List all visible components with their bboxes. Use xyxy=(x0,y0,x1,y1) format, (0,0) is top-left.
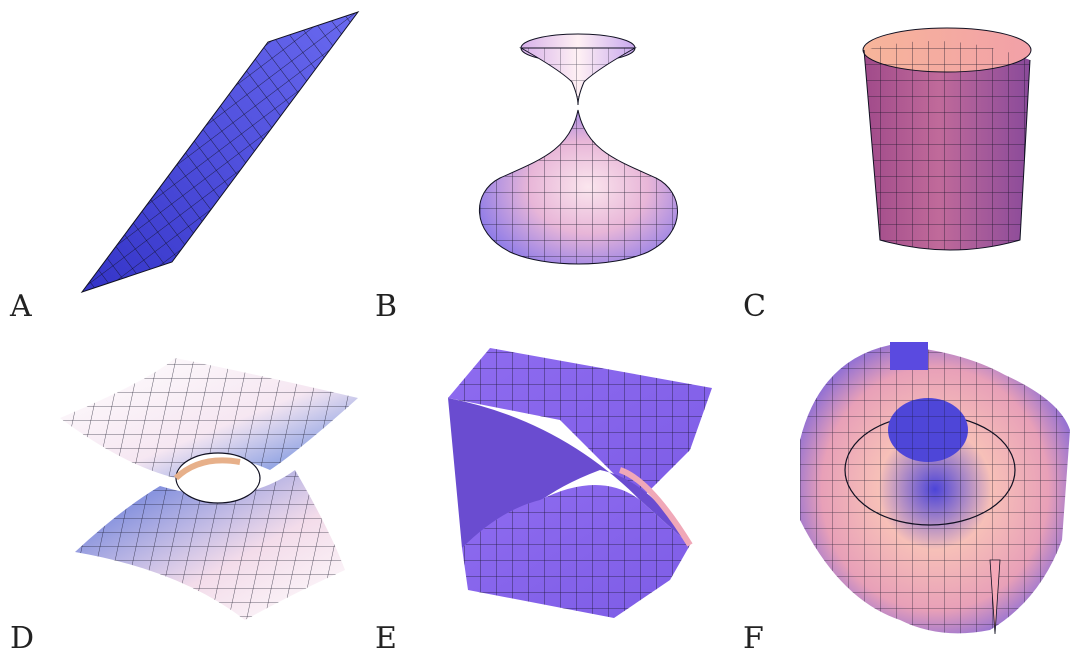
surface-d-saddle-hole xyxy=(60,358,358,620)
surface-e-fold xyxy=(448,348,712,618)
surface-c-cylinder xyxy=(862,27,1032,251)
surface-a-plane xyxy=(80,11,360,293)
surface-b-spindle xyxy=(478,33,678,265)
panel-label-f: F xyxy=(743,621,764,654)
surface-f-ripple xyxy=(800,342,1070,635)
panel-label-b: B xyxy=(375,289,397,324)
panel-label-e: E xyxy=(375,621,397,654)
panel-label-d: D xyxy=(10,621,34,654)
panel-label-c: C xyxy=(743,289,766,324)
panel-label-a: A xyxy=(9,289,32,324)
